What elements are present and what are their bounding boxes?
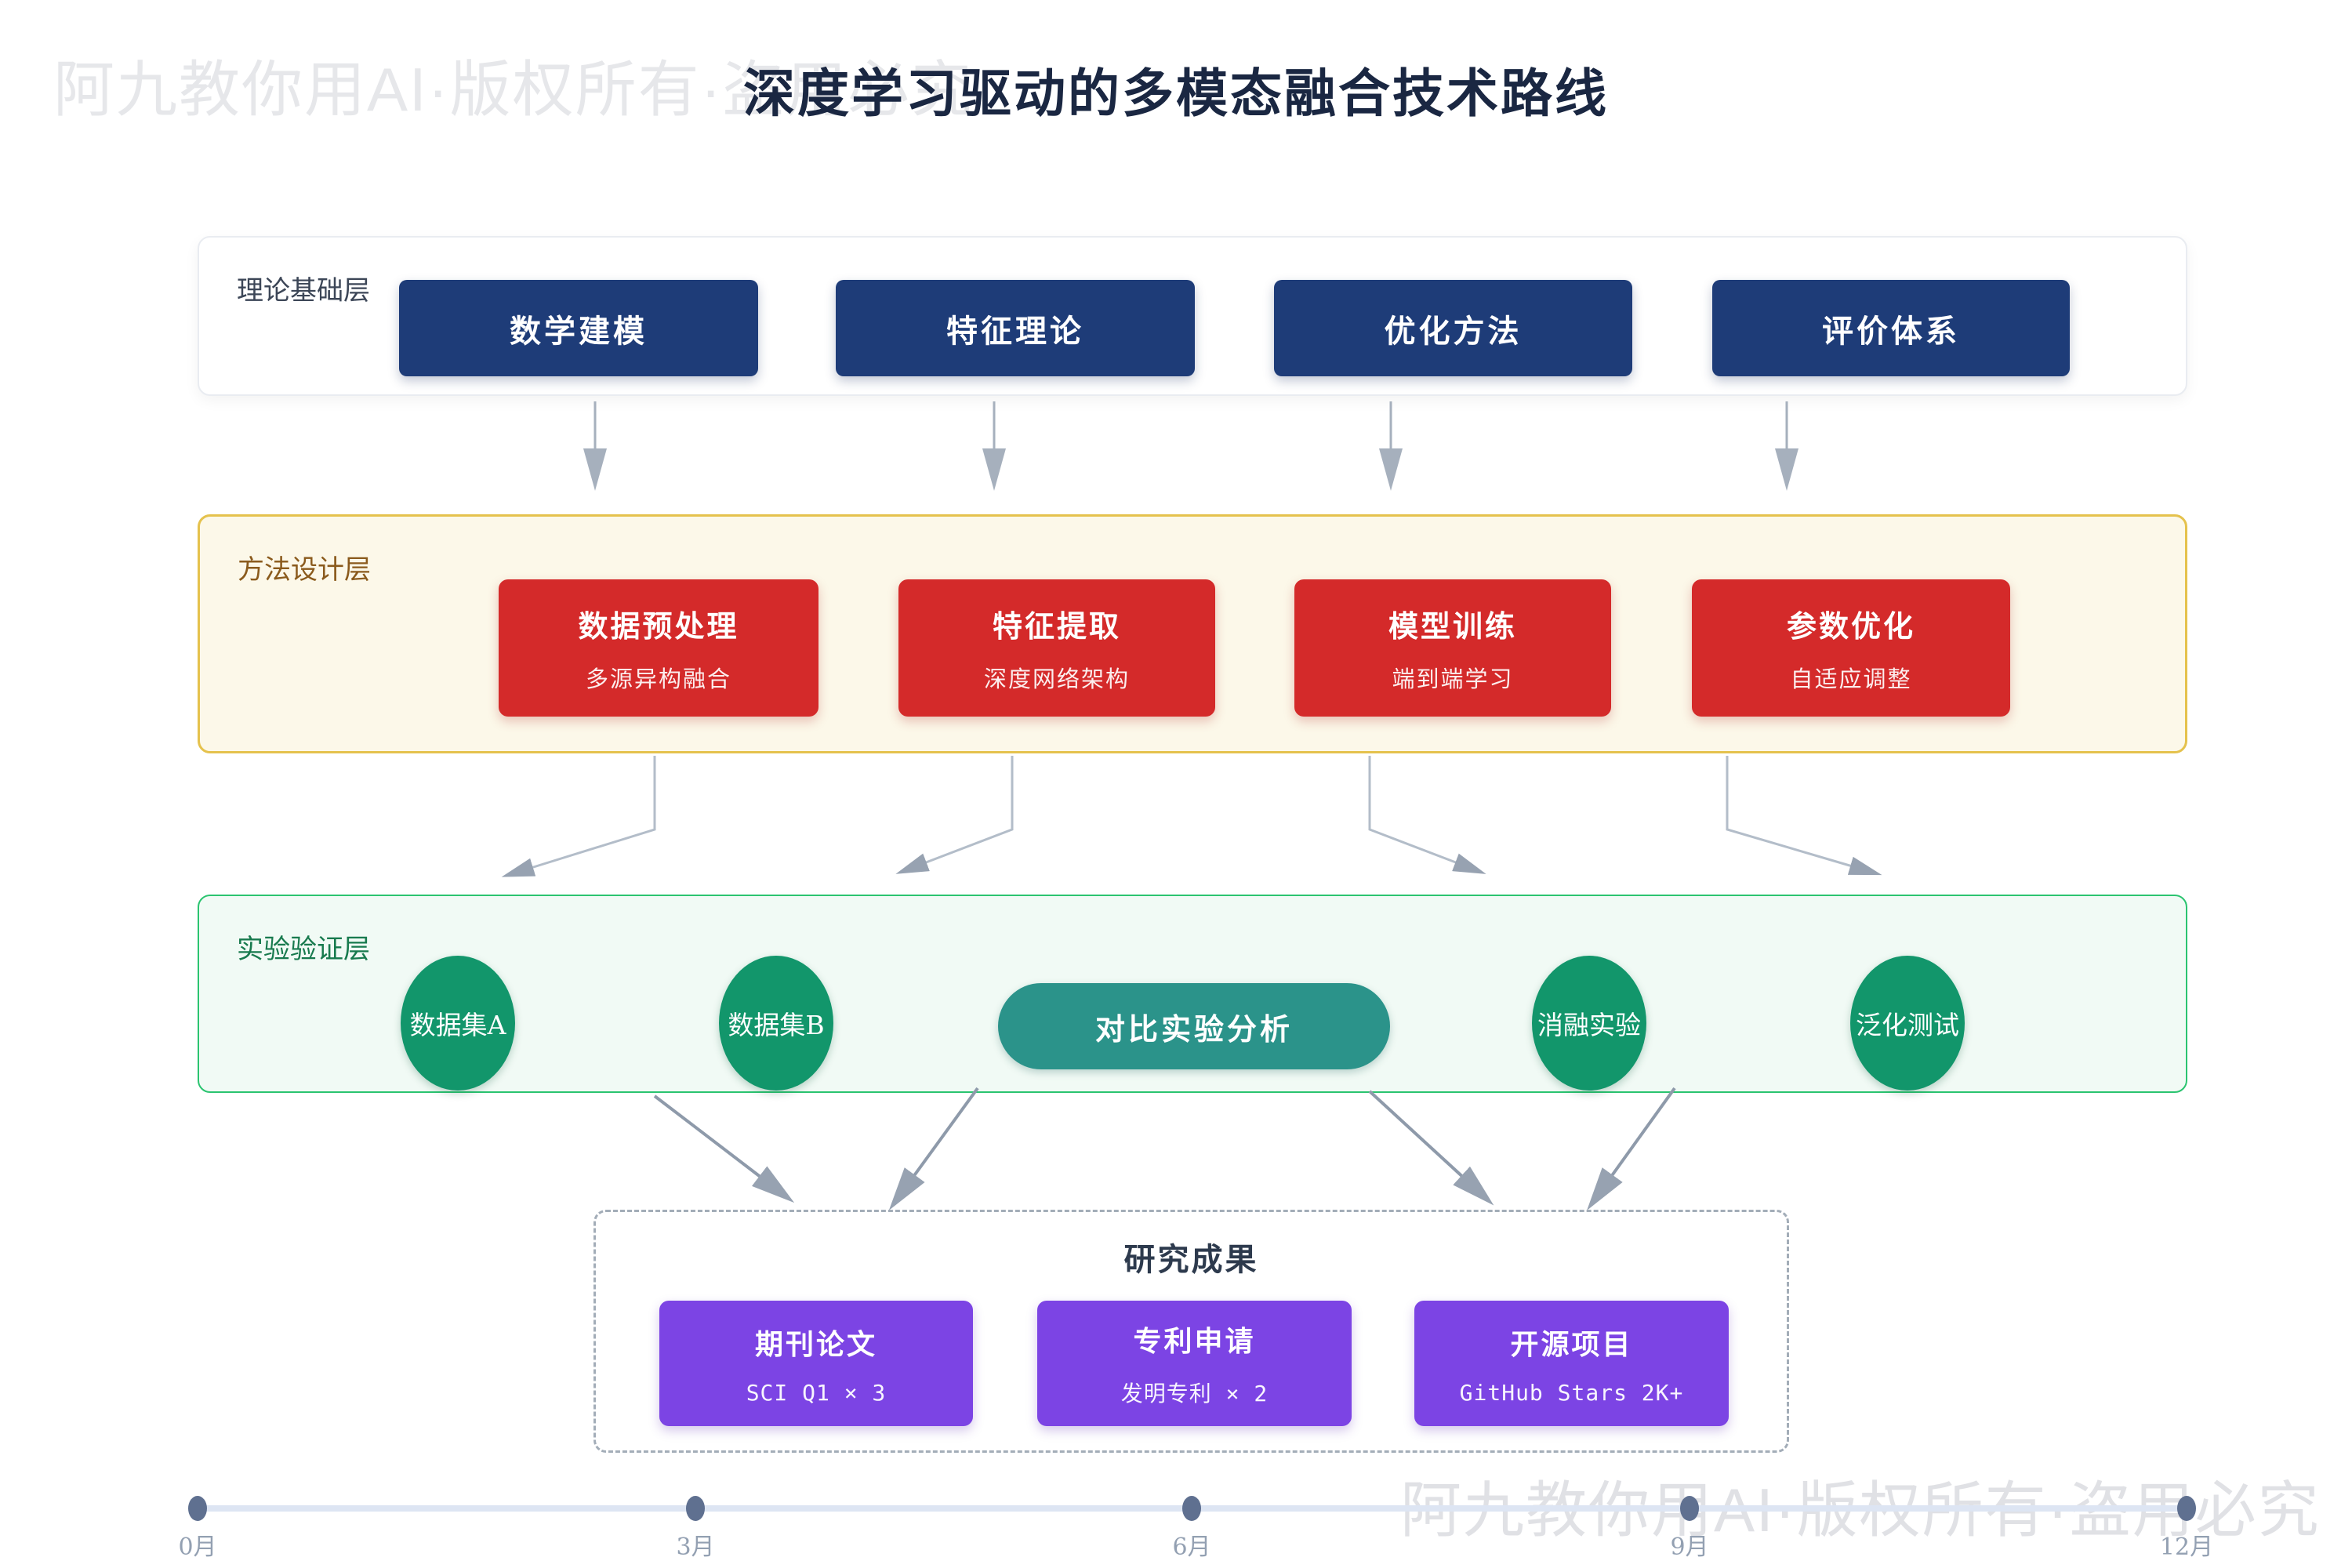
results-label: 研究成果 [1123, 1241, 1259, 1278]
timeline-dot-3 [686, 1496, 705, 1521]
experiment-node-ablation: 消融实验 [1532, 956, 1646, 1091]
arrows-theory-to-method [583, 401, 1798, 491]
timeline-label-9: 9月 [1670, 1534, 1709, 1561]
method-box-training: 模型训练 端到端学习 [1294, 579, 1611, 717]
layer-method: 方法设计层 数据预处理 多源异构融合 特征提取 深度网络架构 模型训练 端到端学… [198, 514, 2187, 753]
theory-box-feature: 特征理论 [836, 280, 1195, 376]
layer-theory: 理论基础层 数学建模 特征理论 优化方法 评价体系 [198, 236, 2187, 396]
arrows-method-to-experiment [501, 756, 1882, 877]
timeline-label-0: 0月 [178, 1534, 217, 1561]
experiment-node-dataset-b: 数据集B [719, 956, 833, 1091]
timeline-label-3: 3月 [676, 1534, 715, 1561]
method-box-preprocess: 数据预处理 多源异构融合 [499, 579, 818, 717]
results-box-papers: 期刊论文 SCI Q1 × 3 [659, 1301, 973, 1426]
layer-experiment: 实验验证层 数据集A 数据集B 对比实验分析 消融实验 泛化测试 [198, 895, 2187, 1093]
results-box-patents: 专利申请 发明专利 × 2 [1037, 1301, 1352, 1426]
method-box-subtitle: 自适应调整 [1790, 666, 1912, 692]
method-box-title: 特征提取 [992, 608, 1121, 644]
timeline-label-12: 12月 [2159, 1534, 2214, 1561]
layer-method-label: 方法设计层 [238, 554, 371, 586]
method-box-title: 参数优化 [1786, 608, 1915, 644]
theory-box-math: 数学建模 [399, 280, 758, 376]
layer-theory-label: 理论基础层 [237, 275, 370, 307]
method-box-title: 数据预处理 [578, 608, 739, 644]
results-box-opensource: 开源项目 GitHub Stars 2K+ [1414, 1301, 1729, 1426]
layer-experiment-label: 实验验证层 [237, 934, 370, 965]
arrows-experiment-to-results [653, 1087, 1676, 1210]
results-box-subtitle: GitHub Stars 2K+ [1459, 1379, 1684, 1406]
timeline-dot-6 [1182, 1496, 1201, 1521]
method-box-subtitle: 端到端学习 [1392, 666, 1514, 692]
page-title: 深度学习驱动的多模态融合技术路线 [743, 64, 1609, 122]
results-box-title: 专利申请 [1133, 1325, 1256, 1358]
timeline-label-6: 6月 [1172, 1534, 1211, 1561]
method-box-extraction: 特征提取 深度网络架构 [898, 579, 1215, 717]
method-box-subtitle: 多源异构融合 [585, 666, 731, 692]
method-box-param-opt: 参数优化 自适应调整 [1692, 579, 2010, 717]
results-box-title: 开源项目 [1510, 1327, 1633, 1361]
experiment-node-comparison: 对比实验分析 [998, 983, 1390, 1069]
experiment-node-generalization: 泛化测试 [1850, 956, 1965, 1091]
timeline-dot-0 [188, 1496, 207, 1521]
theory-box-optimization: 优化方法 [1274, 280, 1632, 376]
method-box-title: 模型训练 [1388, 608, 1517, 644]
experiment-node-dataset-a: 数据集A [401, 956, 515, 1091]
watermark-top-left: 阿九教你用AI·版权所有·盗用必究 [53, 55, 974, 124]
timeline-dot-12 [2177, 1496, 2196, 1521]
method-box-subtitle: 深度网络架构 [983, 666, 1130, 692]
results-panel: 研究成果 期刊论文 SCI Q1 × 3 专利申请 发明专利 × 2 开源项目 … [593, 1210, 1789, 1453]
results-box-title: 期刊论文 [754, 1327, 877, 1361]
theory-box-evaluation: 评价体系 [1712, 280, 2070, 376]
timeline-dot-9 [1680, 1496, 1699, 1521]
results-box-subtitle: 发明专利 × 2 [1120, 1381, 1269, 1406]
results-box-subtitle: SCI Q1 × 3 [746, 1379, 887, 1406]
